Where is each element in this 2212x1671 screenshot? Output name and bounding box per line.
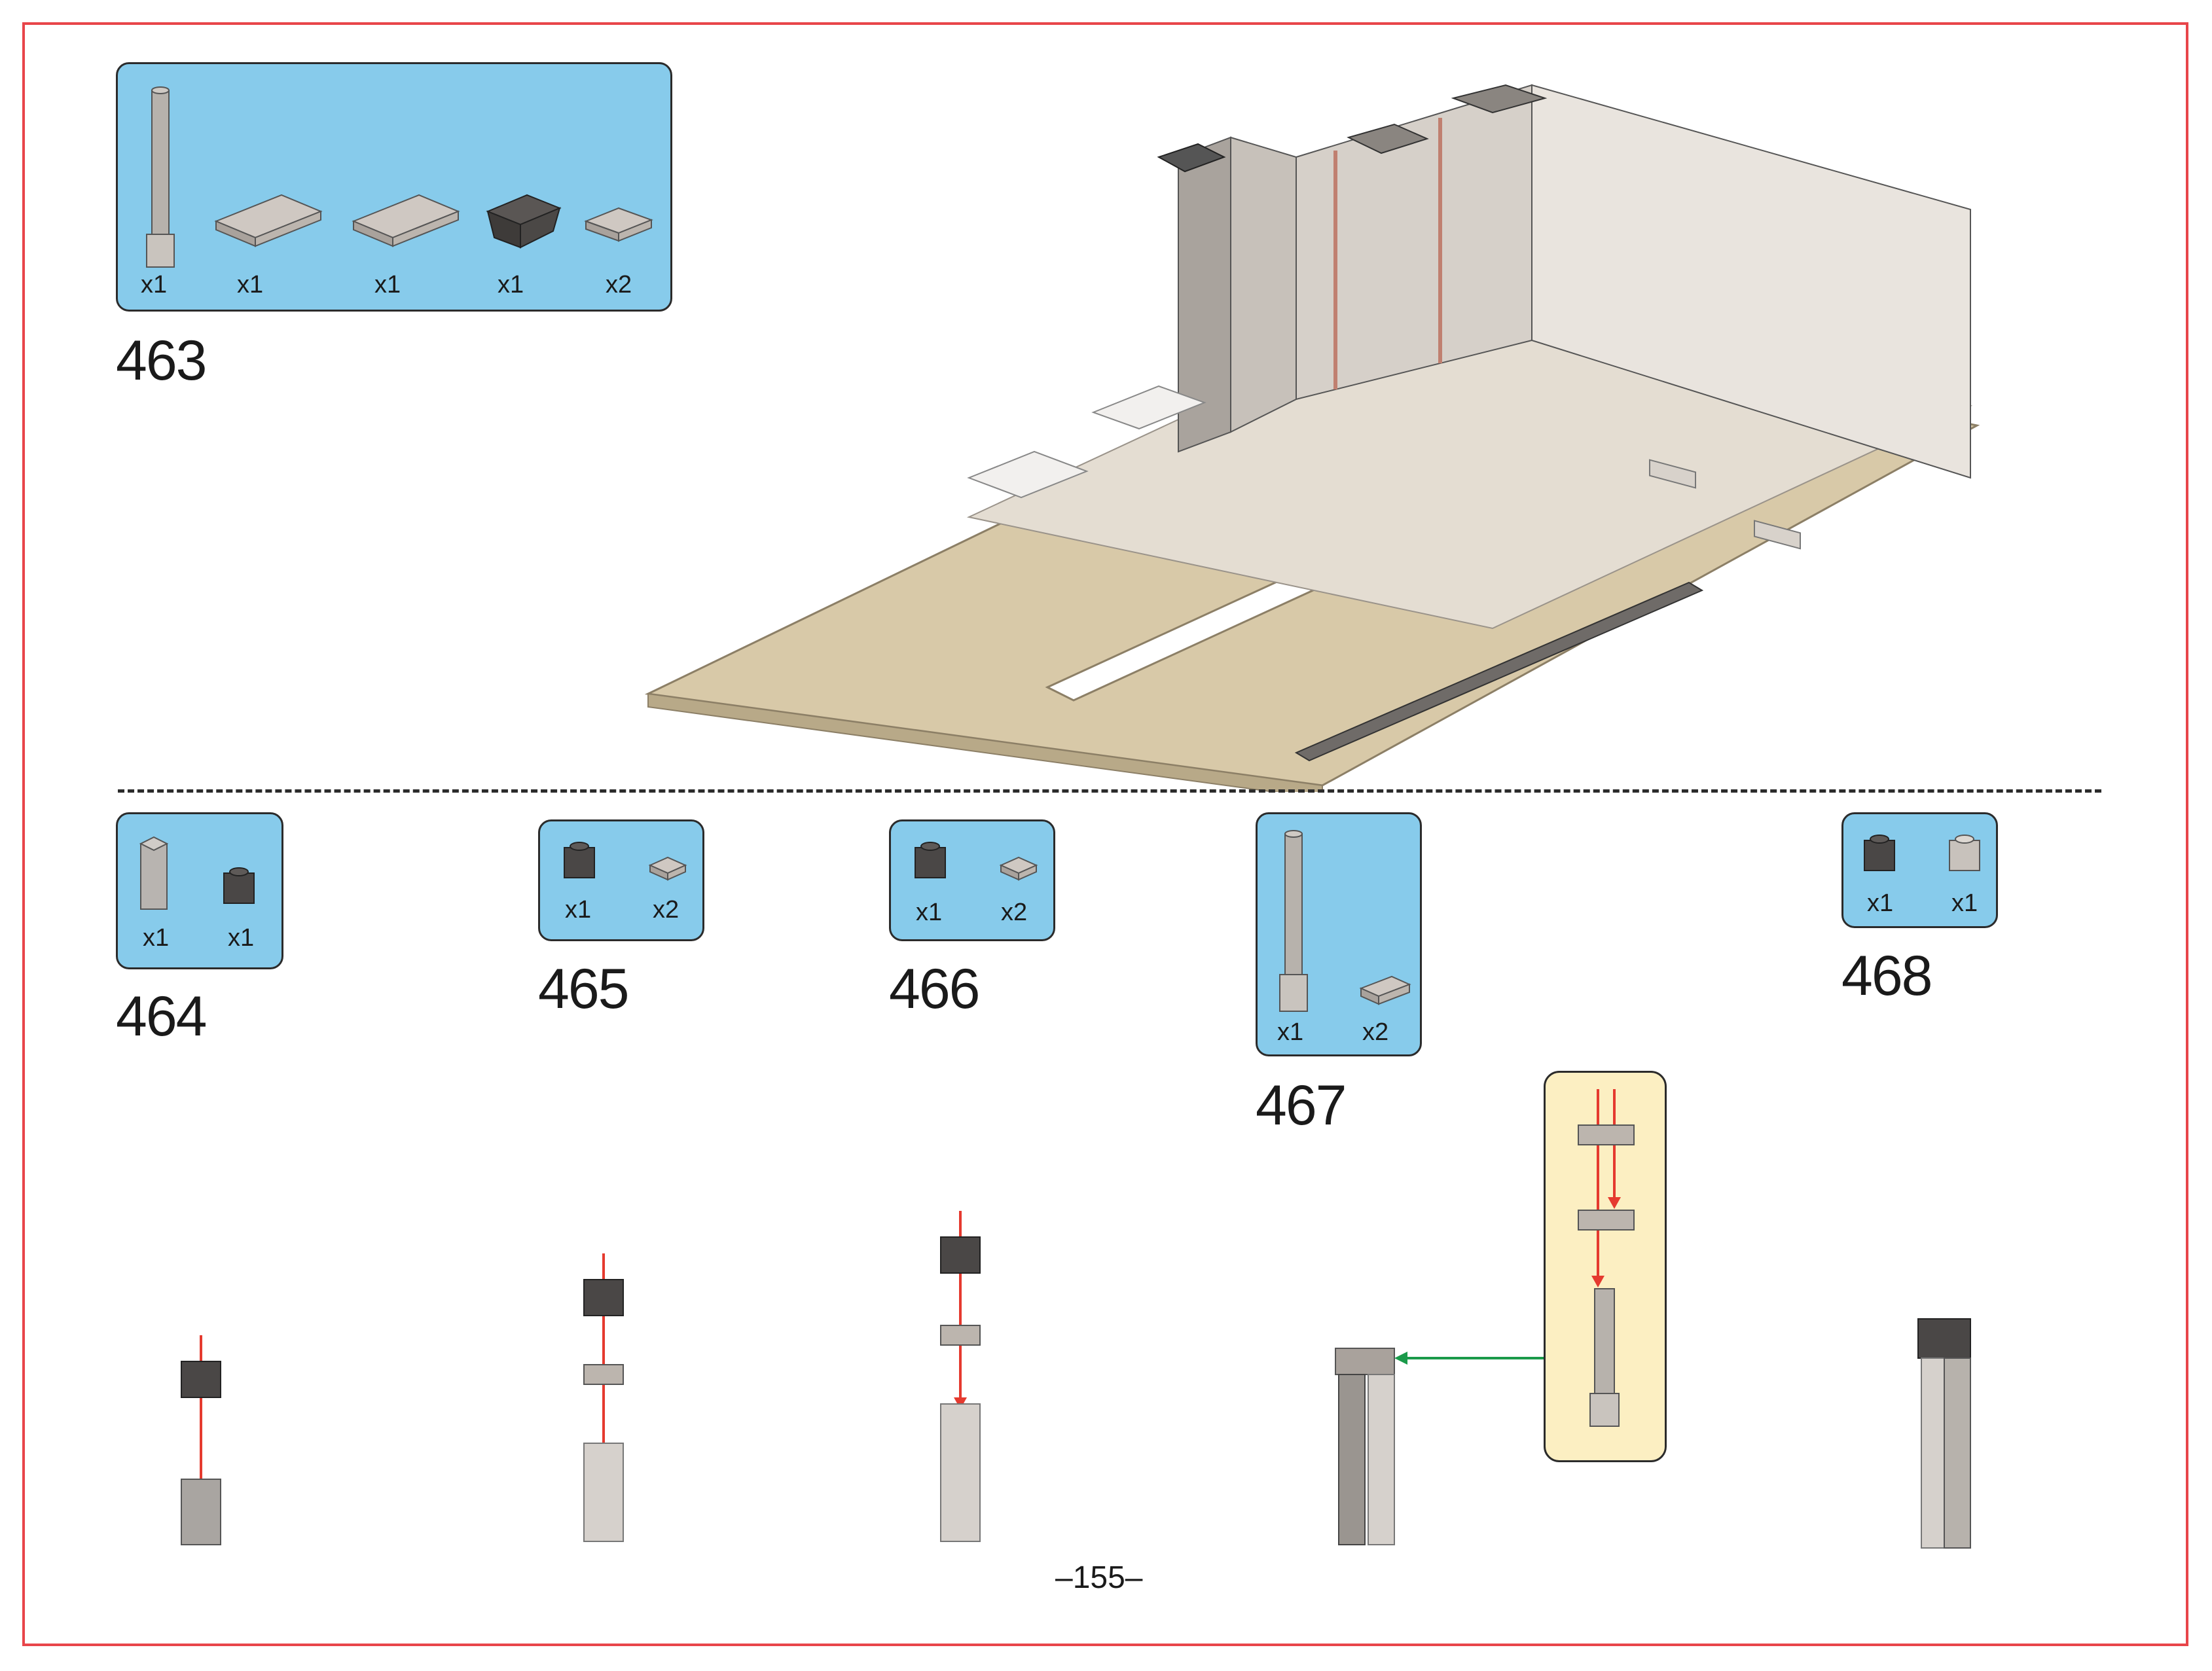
qty-label: x2 — [653, 896, 680, 924]
small-plate-icon — [648, 856, 687, 881]
small-plate-icon — [999, 856, 1038, 881]
qty-label: x1 — [565, 896, 592, 924]
qty-label: x1 — [143, 924, 170, 952]
dark-headlight-icon — [564, 842, 595, 878]
qty-label: x2 — [1362, 1018, 1389, 1046]
step-number-467: 467 — [1256, 1074, 1347, 1137]
step-number-464: 464 — [116, 985, 207, 1048]
parts-box-467: x1 x2 — [1256, 812, 1422, 1056]
qty-label: x1 — [141, 271, 168, 298]
page-number: –155– — [1055, 1560, 1143, 1595]
qty-label: x1 — [374, 271, 401, 298]
qty-label: x2 — [606, 271, 632, 298]
long-pillar-icon — [1279, 830, 1308, 1012]
plate-2x4-icon — [352, 194, 460, 247]
plate-2x4-icon — [214, 194, 323, 247]
long-pillar-icon — [146, 86, 175, 268]
assembly-464-illustration — [181, 1335, 221, 1545]
step-number-463: 463 — [116, 329, 207, 392]
green-arrow — [1394, 1352, 1545, 1365]
parts-box-464: x1 x1 — [116, 812, 283, 969]
sub-assembly-callout — [1544, 1071, 1667, 1462]
assembly-465-illustration — [583, 1253, 624, 1542]
dark-headlight-icon — [1864, 835, 1895, 871]
qty-label: x2 — [1001, 899, 1028, 926]
qty-label: x1 — [916, 899, 943, 926]
dark-headlight-icon — [915, 842, 946, 878]
parts-box-468: x1 x1 — [1841, 812, 1998, 928]
qty-label: x1 — [237, 271, 264, 298]
step-number-466: 466 — [889, 958, 980, 1020]
qty-label: x1 — [228, 924, 255, 952]
parts-box-466: x1 x2 — [889, 819, 1055, 941]
assembly-466-illustration — [940, 1211, 981, 1542]
parts-box-463: x1 x1 x1 x1 x2 — [116, 62, 672, 312]
assembly-467-illustration — [1335, 1348, 1395, 1545]
page-frame — [22, 22, 2188, 1646]
dark-slope-icon — [486, 194, 562, 249]
qty-label: x1 — [1951, 889, 1978, 917]
step-divider — [118, 789, 2101, 793]
sub-assembly-illustration — [1578, 1089, 1635, 1427]
plate-1x2-icon — [1359, 975, 1411, 1005]
qty-label: x1 — [498, 271, 524, 298]
light-headlight-icon — [1949, 835, 1980, 871]
step-number-468: 468 — [1841, 944, 1932, 1007]
qty-label: x1 — [1277, 1018, 1304, 1046]
assembled-model-illustration — [644, 84, 1980, 792]
tall-brick-icon — [139, 836, 169, 910]
step-number-465: 465 — [538, 958, 629, 1020]
plate-2x2-icon — [584, 207, 653, 242]
dark-headlight-icon — [223, 867, 255, 904]
qty-label: x1 — [1867, 889, 1894, 917]
assembly-468-illustration — [1917, 1318, 1971, 1549]
parts-box-465: x1 x2 — [538, 819, 704, 941]
